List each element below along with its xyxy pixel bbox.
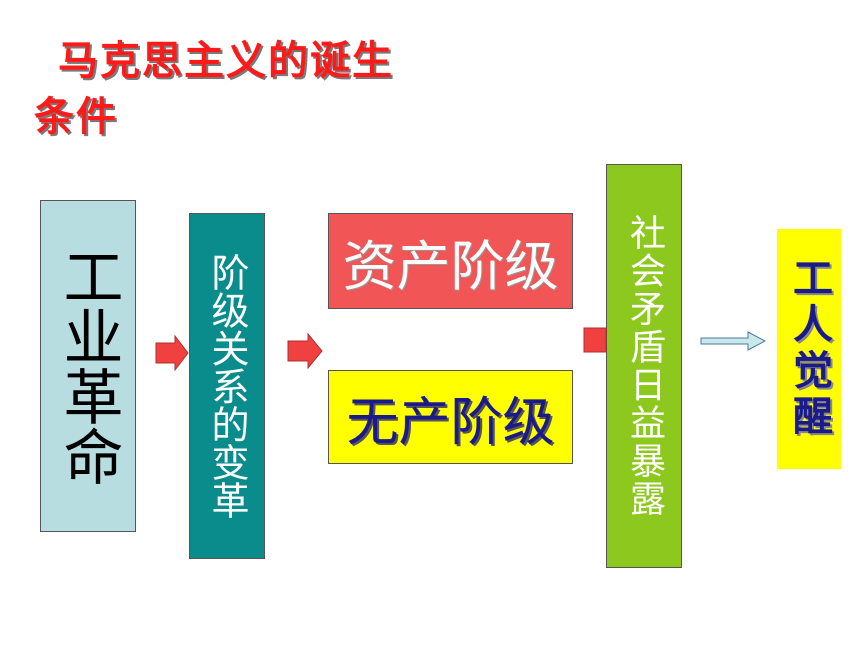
class-change-label: 阶级关系的变革 [205, 253, 249, 519]
worker-awakening-label: 工人觉醒 [786, 257, 832, 441]
arrow-right-icon [155, 335, 189, 371]
bourgeoisie-box: 资产阶级 [328, 213, 573, 309]
proletariat-box: 无产阶级 [328, 370, 573, 464]
connector-block-icon [583, 327, 607, 353]
slide-title: 马克思主义的诞生 [58, 38, 394, 84]
industrial-revolution-box: 工业革命 [40, 200, 136, 532]
industrial-revolution-label: 工业革命 [53, 246, 123, 486]
worker-awakening-box: 工人觉醒 [777, 229, 841, 469]
contradiction-box: 社会矛盾日益暴露 [606, 164, 682, 568]
bourgeoisie-label: 资产阶级 [342, 234, 559, 298]
slide-subtitle: 条件 [34, 94, 118, 140]
arrow-right-icon [287, 333, 323, 369]
proletariat-label: 无产阶级 [346, 392, 555, 453]
class-change-box: 阶级关系的变革 [189, 213, 265, 559]
arrow-right-icon [700, 331, 766, 351]
contradiction-label: 社会矛盾日益暴露 [624, 214, 665, 518]
